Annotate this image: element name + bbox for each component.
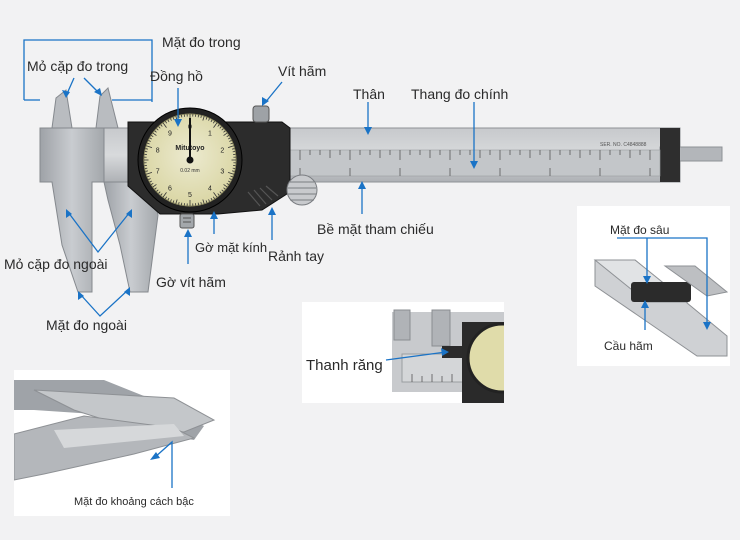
inset-depth: Mặt đo sâu Cầu hãm <box>577 206 730 366</box>
label-main-scale: Thang đo chính <box>411 86 508 102</box>
inset-rack: Thanh răng <box>302 302 504 403</box>
dial-resolution: 0.02 mm <box>180 168 199 174</box>
dial-number: 9 <box>168 130 172 137</box>
dial-number: 2 <box>220 147 224 154</box>
dial-gauge: 0123456789 Mitutoyo 0.02 mm <box>138 108 242 212</box>
dial-number: 5 <box>188 192 192 199</box>
serial-number: SER. NO. C4848888 <box>600 142 647 148</box>
dial-number: 6 <box>168 186 172 193</box>
label-lock-screw-edge: Gờ vít hãm <box>156 274 226 290</box>
label-step-face: Mặt đo khoảng cách bậc <box>74 494 194 510</box>
label-bezel-edge: Gờ mặt kính <box>195 240 267 256</box>
dial-number: 4 <box>208 186 212 193</box>
label-depth-face: Mặt đo sâu <box>610 222 669 238</box>
label-inside-jaw: Mỏ cặp đo trong <box>27 58 128 74</box>
label-body: Thân <box>353 86 385 102</box>
dial-number: 7 <box>156 169 160 176</box>
dial-number: 3 <box>220 169 224 176</box>
label-inside-face: Mặt đo trong <box>162 34 241 50</box>
dial-number: 1 <box>208 130 212 137</box>
dial-number: 8 <box>156 147 160 154</box>
label-dial: Đồng hồ <box>150 68 203 84</box>
label-outside-jaw: Mỏ cặp đo ngoài <box>4 256 108 272</box>
label-depth-bridge: Cầu hãm <box>604 338 653 354</box>
label-outside-face: Mặt đo ngoài <box>46 317 127 333</box>
label-rack: Thanh răng <box>306 358 383 374</box>
inset-step: Mặt đo khoảng cách bậc <box>14 370 230 516</box>
label-lock-screw: Vít hãm <box>278 63 326 79</box>
label-reference-surface: Bề mặt tham chiếu <box>317 221 434 237</box>
label-thumb-roller: Rảnh tay <box>268 248 324 264</box>
